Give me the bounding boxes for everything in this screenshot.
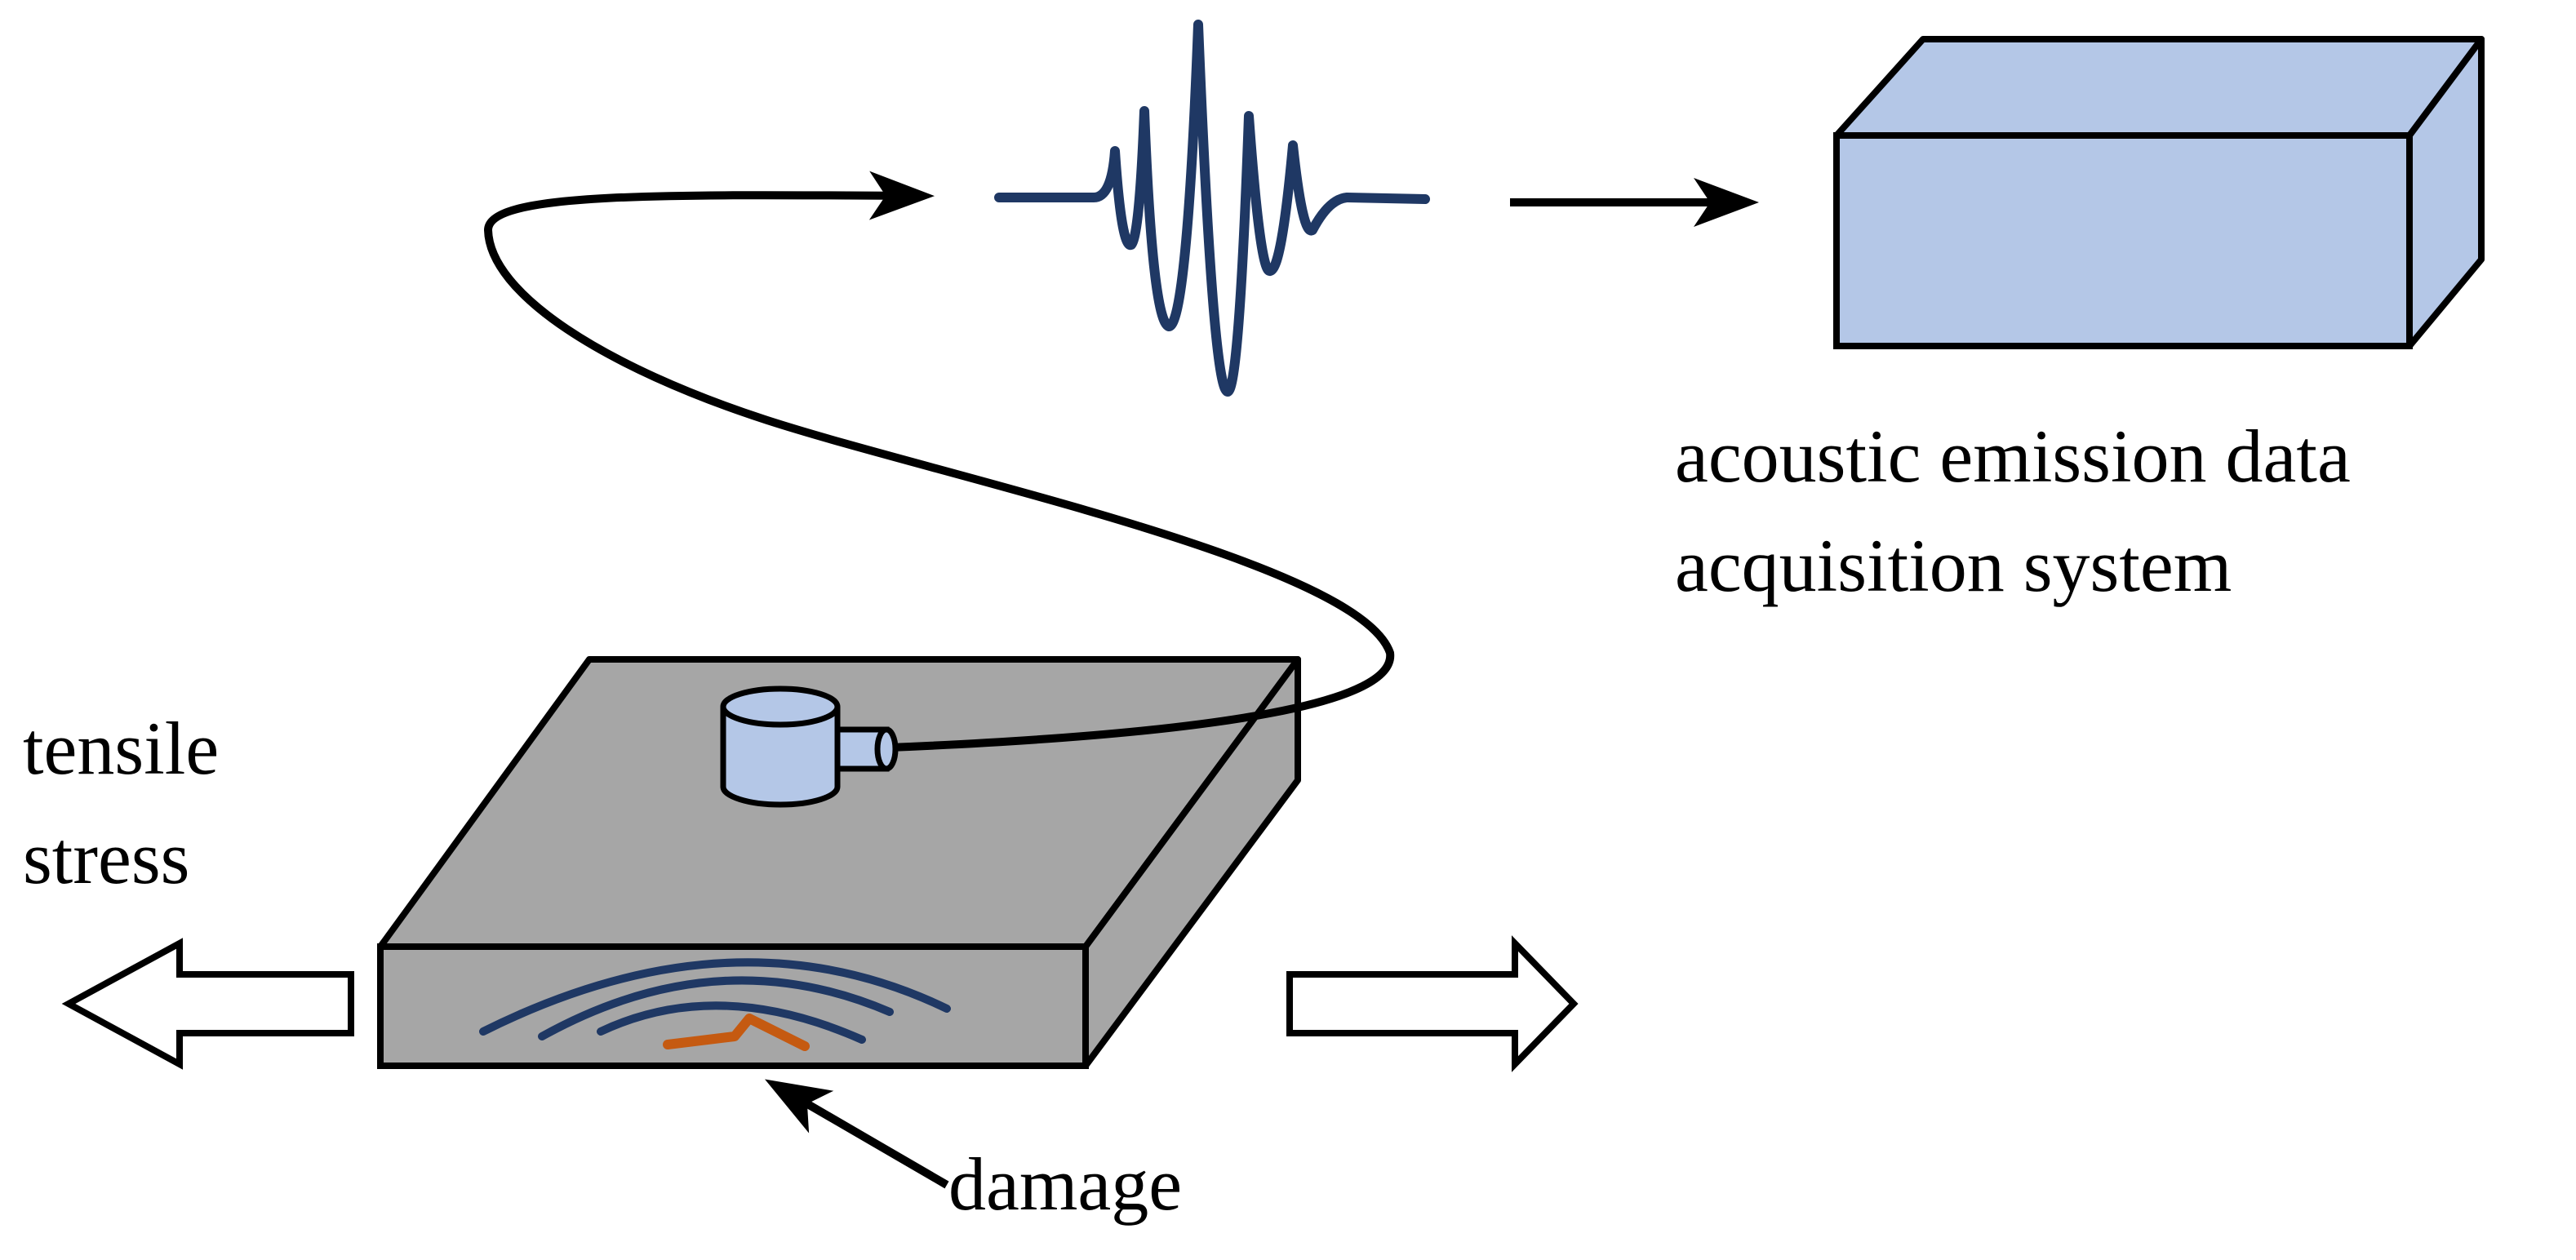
daq-label-line1: acoustic emission data <box>1675 415 2351 498</box>
hollow-arrow-left-icon <box>61 938 354 1070</box>
damage-crack <box>663 1014 810 1051</box>
damage-pointer-arrow <box>765 1079 949 1189</box>
daq-label-line2: acquisition system <box>1675 524 2232 607</box>
data-acquisition-box-icon <box>1833 36 2485 349</box>
sensor-cable <box>483 171 1395 752</box>
wavefront-inner <box>597 1001 866 1044</box>
damage-label: damage <box>948 1142 1182 1226</box>
sensor-bottom-rim <box>720 786 841 808</box>
sensor-connector-end <box>874 726 899 772</box>
stress-label-line1: tensile <box>23 707 219 790</box>
sensor-top <box>720 685 841 728</box>
acoustic-waveform-icon <box>994 20 1430 397</box>
wavefronts <box>479 958 951 1044</box>
sensor-cylinder-icon <box>720 685 899 808</box>
hollow-arrow-right-icon <box>1286 935 1579 1072</box>
stress-label-line2: stress <box>23 816 189 899</box>
daq-front-face <box>1833 132 2413 349</box>
wavefront-middle <box>538 976 894 1040</box>
daq-top-face <box>1833 36 2485 139</box>
wavefront-outer <box>479 958 951 1036</box>
